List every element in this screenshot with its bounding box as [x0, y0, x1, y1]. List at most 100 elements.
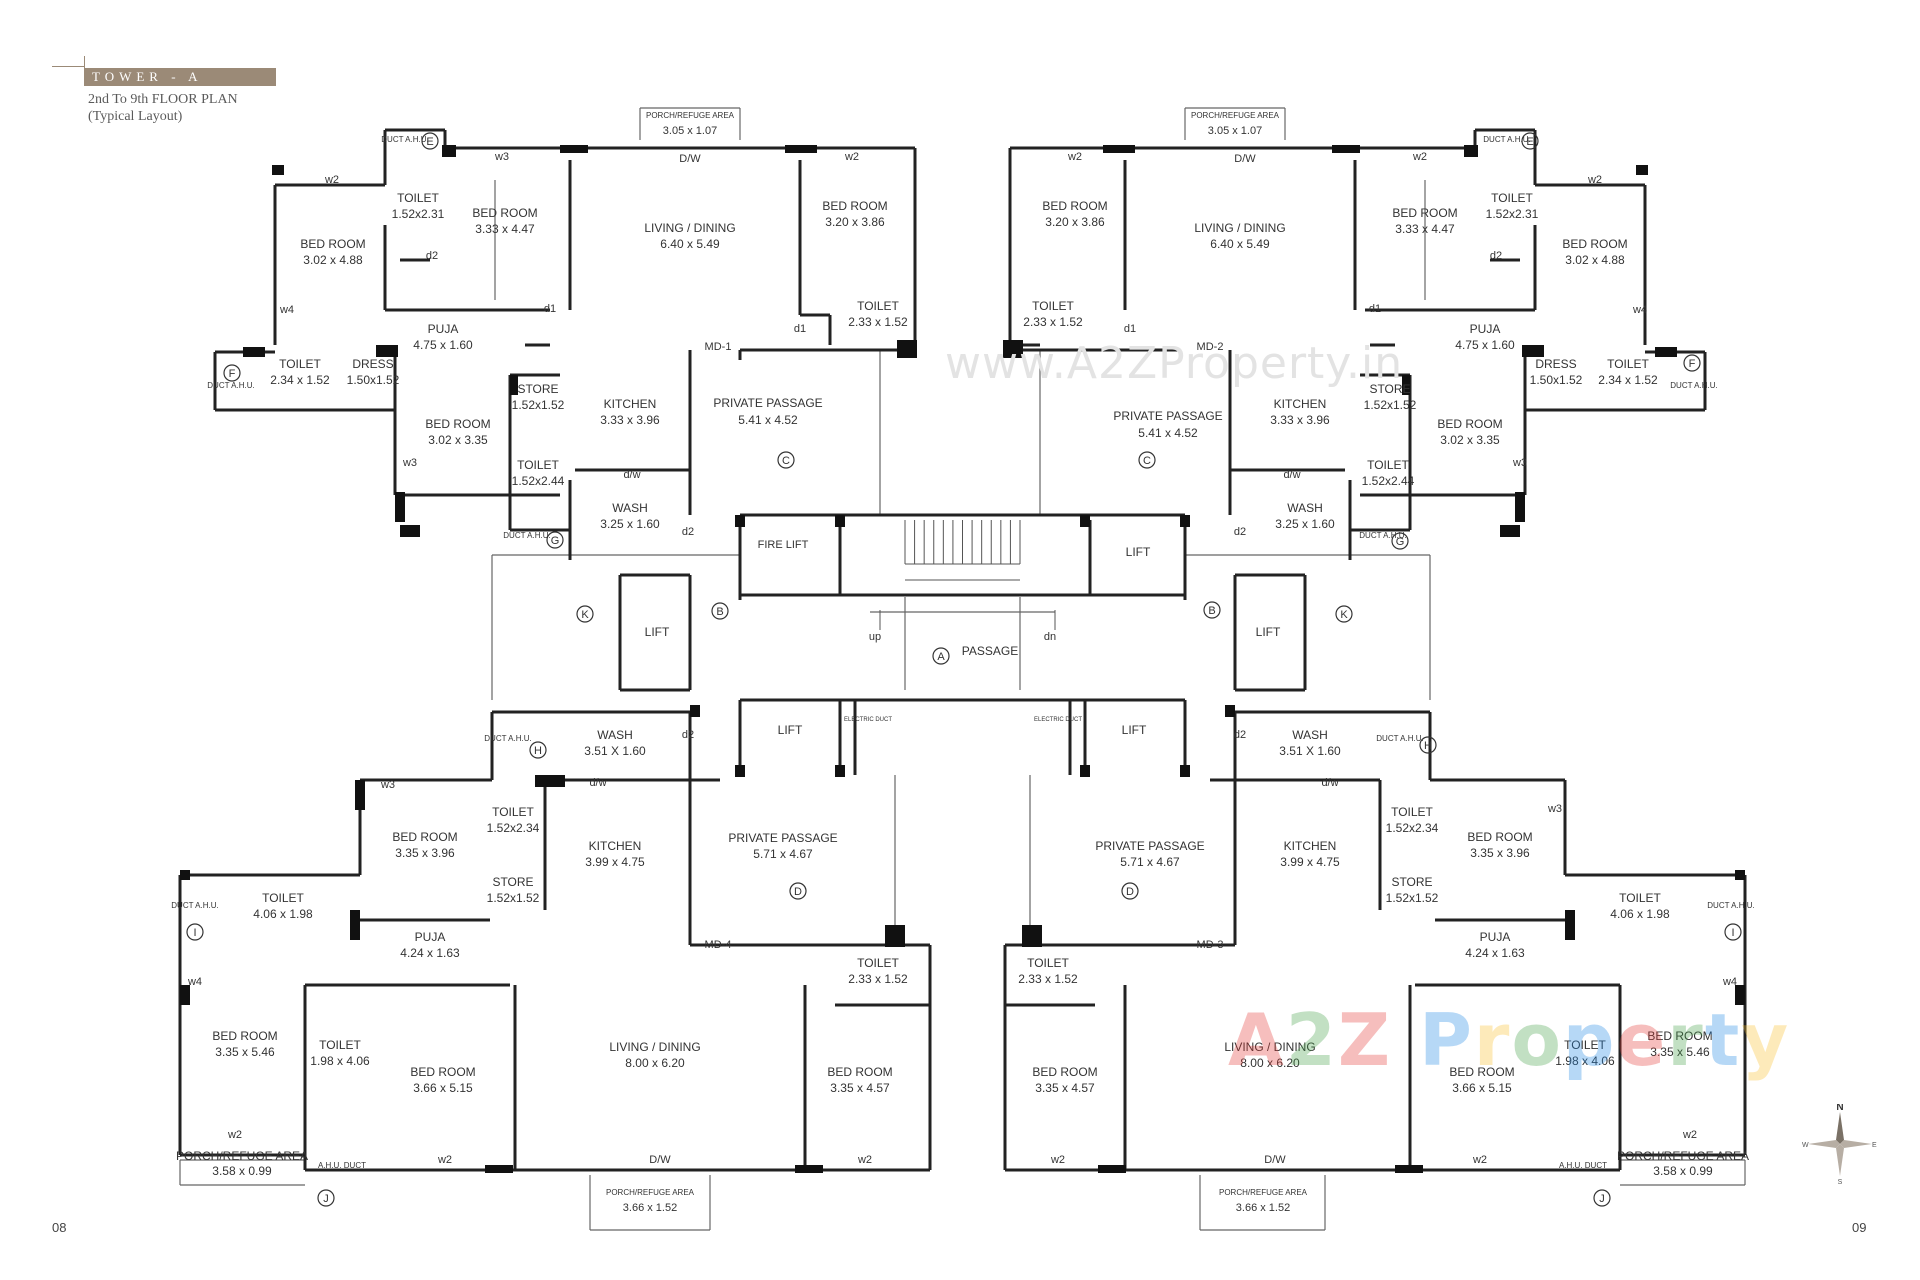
- compass-w: W: [1802, 1142, 1809, 1149]
- room-label: BED ROOM: [1437, 417, 1502, 431]
- structural-column: [795, 1165, 823, 1173]
- room-label: TOILET: [1607, 357, 1649, 371]
- room-label: D/W: [1234, 153, 1256, 165]
- structural-column: [785, 145, 817, 153]
- room-label: BED ROOM: [1647, 1029, 1712, 1043]
- room-label: PUJA: [1470, 322, 1501, 336]
- room-label: TOILET: [1027, 956, 1069, 970]
- reference-mark: C: [782, 455, 790, 467]
- room-label: w2: [437, 1154, 452, 1166]
- page-number-right: 09: [1852, 1220, 1867, 1235]
- room-label: KITCHEN: [604, 397, 657, 411]
- room-label: STORE: [1391, 875, 1432, 889]
- reference-circle: [529, 741, 547, 759]
- reference-circle: [1683, 354, 1701, 372]
- room-label: 2.33 x 1.52: [848, 972, 908, 986]
- room-label: DUCT A.H.U.: [171, 901, 218, 910]
- room-label: 3.20 x 3.86: [825, 215, 885, 229]
- room-label: DUCT A.H.U.: [207, 381, 254, 390]
- page-number-left: 08: [52, 1220, 67, 1235]
- reference-circle: [186, 923, 204, 941]
- reference-circle: [421, 132, 439, 150]
- room-label: BED ROOM: [410, 1065, 475, 1079]
- room-label: 3.58 x 0.99: [212, 1164, 272, 1178]
- room-label: 3.99 x 4.75: [585, 855, 645, 869]
- structural-column: [560, 145, 588, 153]
- room-label: 3.33 x 4.47: [1395, 222, 1455, 236]
- room-label: d2: [1234, 526, 1246, 538]
- structural-column: [1636, 165, 1648, 175]
- room-label: 3.66 x 5.15: [413, 1081, 473, 1095]
- room-label: BED ROOM: [1042, 199, 1107, 213]
- header-rule-horizontal: [52, 66, 84, 67]
- room-label: LIFT: [1122, 723, 1147, 737]
- room-label: LIVING / DINING: [1194, 221, 1285, 235]
- structural-column: [1402, 375, 1410, 395]
- room-label: PUJA: [1480, 930, 1511, 944]
- room-label: DUCT A.H.U.: [1376, 734, 1423, 743]
- room-label: BED ROOM: [212, 1029, 277, 1043]
- room-label: 4.24 x 1.63: [1465, 946, 1525, 960]
- room-label: 4.06 x 1.98: [253, 907, 313, 921]
- structural-column: [395, 492, 405, 522]
- room-label: 1.52x1.52: [1386, 891, 1439, 905]
- room-label: 1.52x1.52: [512, 398, 565, 412]
- room-label: up: [869, 631, 881, 643]
- room-label: 1.50x1.52: [1530, 373, 1583, 387]
- structural-column: [485, 1165, 513, 1173]
- room-label: PORCH/REFUGE AREA: [176, 1149, 308, 1163]
- room-label: 3.35 x 5.46: [1650, 1045, 1710, 1059]
- room-label: 2.34 x 1.52: [270, 373, 330, 387]
- structural-column: [1515, 492, 1525, 522]
- reference-circle: [1121, 882, 1139, 900]
- room-label: LIVING / DINING: [1224, 1040, 1315, 1054]
- room-label: A.H.U. DUCT: [1559, 1161, 1607, 1170]
- reference-mark: I: [1731, 927, 1734, 939]
- reference-mark: H: [534, 745, 542, 757]
- room-label: 1.52x2.31: [392, 207, 445, 221]
- room-label: 4.06 x 1.98: [1610, 907, 1670, 921]
- room-label: ELECTRIC DUCT: [1034, 717, 1082, 723]
- room-label: FIRE LIFT: [758, 539, 809, 551]
- room-label: STORE: [492, 875, 533, 889]
- room-label: DUCT A.H.U.: [1483, 135, 1530, 144]
- room-label: LIFT: [1256, 625, 1281, 639]
- room-label: TOILET: [1619, 891, 1661, 905]
- structural-column: [690, 705, 700, 717]
- reference-circle: [223, 364, 241, 382]
- structural-column: [243, 347, 265, 357]
- room-label: KITCHEN: [1284, 839, 1337, 853]
- room-label: D/W: [1264, 1154, 1286, 1166]
- structural-column: [1180, 765, 1190, 777]
- room-label: KITCHEN: [589, 839, 642, 853]
- structural-column: [1332, 145, 1360, 153]
- room-label: d2: [1490, 250, 1502, 262]
- reference-mark: E: [426, 136, 433, 148]
- reference-circle: [576, 605, 594, 623]
- structural-column: [1522, 345, 1544, 357]
- room-label: 1.52x2.44: [512, 474, 565, 488]
- structural-column: [1735, 985, 1745, 1005]
- room-label: w2: [1067, 151, 1082, 163]
- room-label: d/w: [589, 777, 606, 789]
- room-label: 1.52x1.52: [487, 891, 540, 905]
- room-label: d2: [1234, 729, 1246, 741]
- room-label: 3.35 x 4.57: [830, 1081, 890, 1095]
- reference-circle: [1521, 132, 1539, 150]
- room-label: PORCH/REFUGE AREA: [1617, 1149, 1749, 1163]
- room-label: d1: [1369, 303, 1381, 315]
- structural-column: [1080, 765, 1090, 777]
- room-label: w3: [402, 457, 417, 469]
- room-label: 3.51 X 1.60: [584, 744, 646, 758]
- reference-mark: K: [581, 609, 589, 621]
- room-label: d2: [426, 250, 438, 262]
- room-label: BED ROOM: [392, 830, 457, 844]
- room-label: 3.35 x 3.96: [395, 846, 455, 860]
- reference-mark: G: [1396, 536, 1405, 548]
- structural-column: [735, 765, 745, 777]
- room-label: LIFT: [645, 625, 670, 639]
- room-label: 3.20 x 3.86: [1045, 215, 1105, 229]
- room-label: w2: [227, 1129, 242, 1141]
- room-label: D/W: [679, 153, 701, 165]
